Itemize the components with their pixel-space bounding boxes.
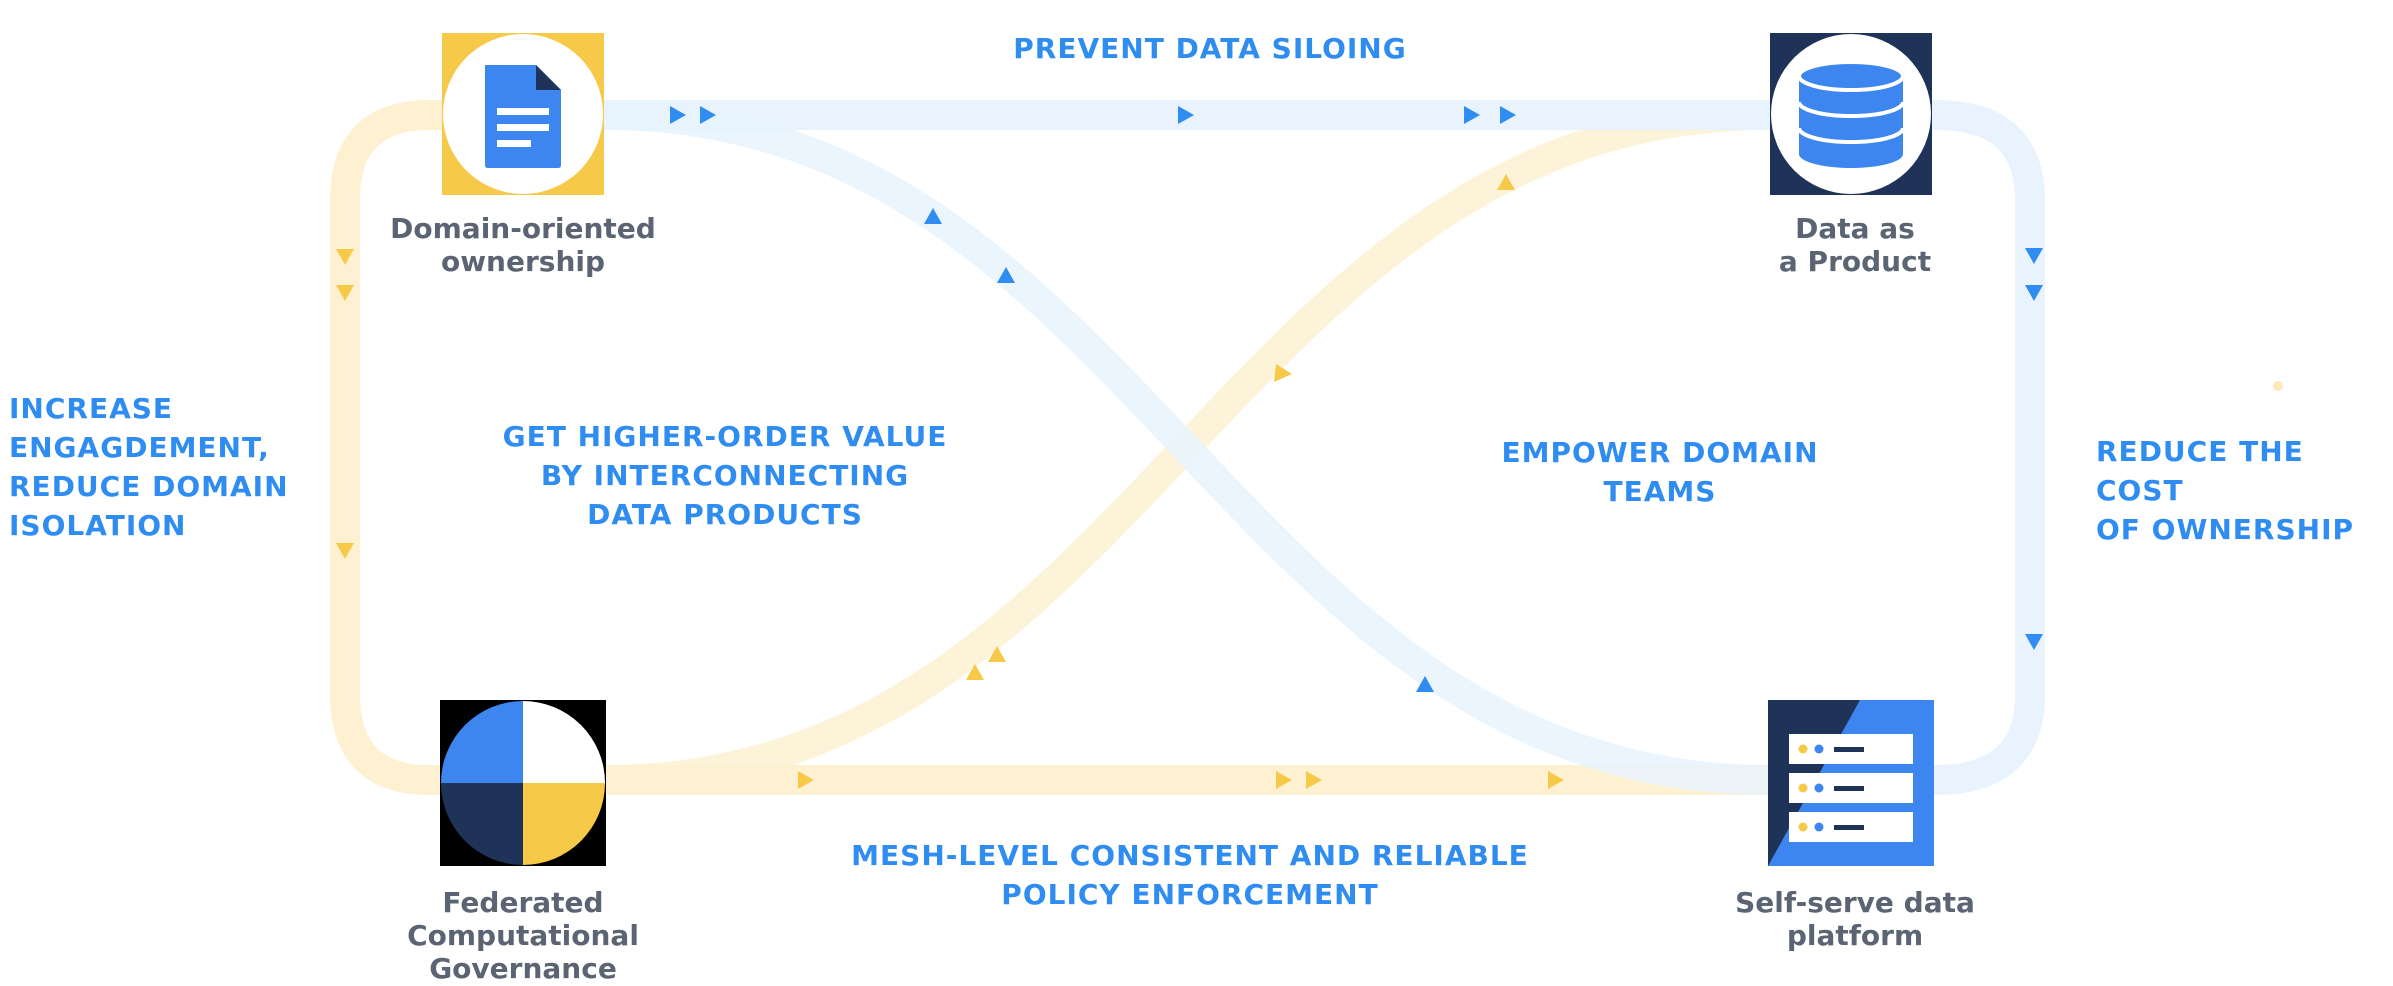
server-rack-icon	[1789, 734, 1913, 842]
flow-arrow-icon	[997, 267, 1015, 283]
flow-arrow-icon	[1274, 364, 1292, 382]
left-loop-track	[330, 100, 465, 795]
node-label-self-serve-platform: Self-serve data platform	[1735, 886, 1975, 952]
flow-arrow-icon	[336, 285, 354, 301]
flow-arrow-icon	[2025, 285, 2043, 301]
outcome-top: PREVENT DATA SILOING	[1013, 32, 1407, 65]
flow-arrow-icon	[1497, 174, 1515, 190]
flow-arrow-icon	[1178, 106, 1194, 124]
flow-arrow-icon	[798, 771, 814, 789]
outcome-center-left: GET HIGHER-ORDER VALUE BY INTERCONNECTIN…	[502, 420, 948, 531]
flow-arrow-icon	[1416, 676, 1434, 692]
node-self-serve-platform	[1768, 700, 1934, 866]
flow-arrow-icon	[2025, 634, 2043, 650]
right-loop-track	[1920, 100, 2045, 795]
outcome-right: REDUCE THE COST OF OWNERSHIP	[2096, 435, 2355, 546]
flow-arrow-icon	[336, 249, 354, 265]
flow-arrow-icon	[988, 646, 1006, 662]
flow-arrows	[336, 106, 2283, 789]
outcome-bottom: MESH-LEVEL CONSISTENT AND RELIABLE POLIC…	[851, 839, 1529, 911]
decorative-dot	[2273, 381, 2283, 391]
flow-arrow-icon	[700, 106, 716, 124]
node-domain-ownership	[442, 33, 604, 195]
database-icon	[1797, 60, 1905, 168]
flow-arrow-icon	[1500, 106, 1516, 124]
flow-arrow-icon	[1306, 771, 1322, 789]
node-label-data-product: Data as a Product	[1778, 212, 1932, 278]
outcome-center-right: EMPOWER DOMAIN TEAMS	[1501, 436, 1819, 508]
flow-arrow-icon	[966, 664, 984, 680]
node-federated-governance	[440, 700, 606, 866]
outcome-left: INCREASE ENGAGDEMENT, REDUCE DOMAIN ISOL…	[9, 392, 289, 542]
flow-arrow-icon	[1276, 771, 1292, 789]
flow-arrow-icon	[924, 208, 942, 224]
flow-arrow-icon	[2025, 248, 2043, 264]
flow-arrow-icon	[336, 543, 354, 559]
node-data-product	[1770, 33, 1932, 195]
quadrant-circle-icon	[441, 701, 605, 865]
flow-arrow-icon	[1548, 771, 1564, 789]
node-label-federated-governance: Federated Computational Governance	[407, 886, 639, 985]
flow-arrow-icon	[670, 106, 686, 124]
descending-diagonal-track	[590, 100, 1785, 795]
document-icon	[485, 65, 561, 168]
flow-arrow-icon	[1464, 106, 1480, 124]
node-label-domain-ownership: Domain-oriented ownership	[390, 212, 656, 278]
